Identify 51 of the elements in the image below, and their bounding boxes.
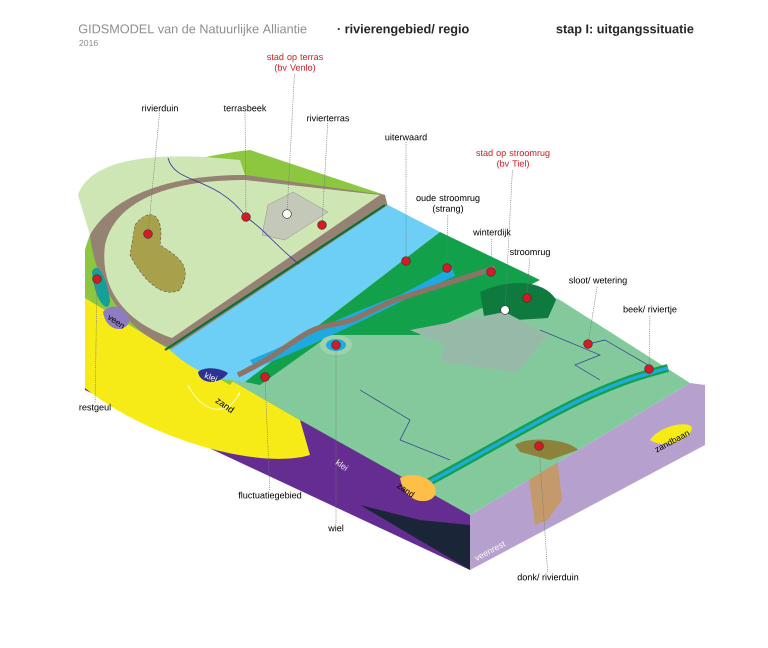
leader-line xyxy=(322,122,328,221)
marker-dot xyxy=(317,220,327,230)
marker-dot xyxy=(500,305,510,315)
marker-dot xyxy=(241,212,251,222)
marker-dot xyxy=(143,229,153,239)
leader-line xyxy=(264,381,270,490)
leader-line xyxy=(539,450,548,572)
marker-dot xyxy=(583,339,593,349)
soil-label: klei xyxy=(204,372,218,382)
marker-dot xyxy=(260,372,270,382)
marker-dot xyxy=(442,263,452,273)
subtitle: · rivierengebied/ regio xyxy=(338,24,469,36)
leader-line xyxy=(526,258,530,294)
leader-label: beek/ riviertje xyxy=(624,306,677,314)
marker-dot xyxy=(534,441,544,451)
leader-label: winterdijk xyxy=(473,228,511,238)
leader-label: rivierterras xyxy=(307,114,350,122)
year-label: 2016 xyxy=(79,40,98,46)
leader-line xyxy=(148,112,160,230)
leader-label: donk/ rivierduin xyxy=(518,574,578,580)
leader-label: sloot/ wetering xyxy=(569,276,627,286)
marker-dot xyxy=(522,293,532,303)
marker-dot xyxy=(401,256,411,266)
leader-label: wiel xyxy=(328,524,344,532)
leader-line xyxy=(588,286,598,340)
leader-line xyxy=(244,112,246,213)
leader-label: restgeul xyxy=(79,404,111,412)
title: GIDSMODEL van de Natuurlijke Alliantie xyxy=(78,24,306,36)
leader-line xyxy=(504,170,513,306)
leader-line xyxy=(490,238,492,268)
leader-label: terrasbeek xyxy=(224,104,266,112)
soil-label: klei xyxy=(335,459,349,471)
leader-line xyxy=(446,214,448,264)
leader-line xyxy=(286,74,295,210)
marker-dot xyxy=(92,274,102,284)
leader-label: rivierduin xyxy=(142,104,178,112)
soil-label: zand xyxy=(215,398,235,414)
marker-dot xyxy=(282,209,292,219)
step-title: stap I: uitgangssituatie xyxy=(556,24,694,36)
leader-label: stroomrug xyxy=(510,249,550,257)
marker-dot xyxy=(486,267,496,277)
marker-dot xyxy=(331,340,341,350)
leader-label: uiterwaard xyxy=(385,134,427,140)
leader-label: stad op stroomrug (bv Tiel) xyxy=(476,149,550,169)
leader-label: stad op terras (bv Venlo) xyxy=(267,53,323,73)
marker-dot xyxy=(644,364,654,374)
leader-line xyxy=(648,315,650,365)
leader-label: oude stroomrug (strang) xyxy=(416,194,480,214)
soil-label: zand xyxy=(396,484,416,498)
leader-label: fluctuatiegebied xyxy=(238,492,302,500)
soil-label: veen xyxy=(108,314,124,329)
